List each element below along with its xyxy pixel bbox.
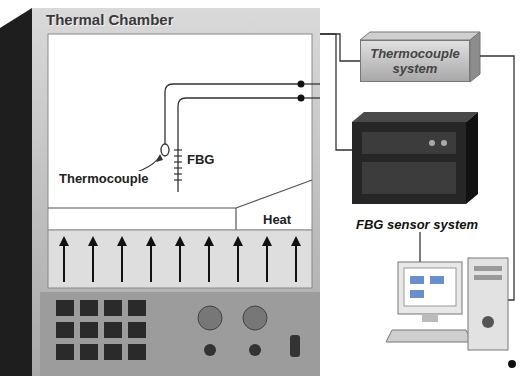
chamber-side (0, 8, 32, 376)
control-panel (40, 292, 320, 376)
dial (198, 306, 222, 330)
heat-arrowhead (88, 236, 98, 246)
heat-arrowhead (262, 236, 272, 246)
heat-arrowhead (233, 236, 243, 246)
dial (243, 306, 267, 330)
knob (249, 344, 261, 356)
pc-tower (468, 258, 508, 350)
key (104, 344, 122, 360)
grating-line (174, 155, 182, 156)
keypad (56, 300, 146, 360)
grating-line (174, 179, 182, 180)
fbg-grating (174, 150, 182, 180)
heat-arrow (179, 244, 181, 282)
grating-line (174, 161, 182, 162)
device-box: FBG sensor system (352, 112, 485, 232)
feedthrough-dot (298, 95, 305, 102)
part-label: FBG (186, 152, 215, 167)
keyboard (386, 330, 472, 342)
heat-arrows (59, 236, 301, 282)
shelf-line (48, 207, 236, 208)
heat-arrow (208, 244, 210, 282)
power-button (482, 316, 494, 328)
part-label: Heat (262, 212, 292, 227)
chamber-window (48, 34, 312, 230)
heat-arrowhead (117, 236, 127, 246)
heater-band (48, 230, 312, 288)
wire (304, 97, 320, 98)
device-top (352, 112, 478, 122)
key (128, 300, 146, 316)
heat-arrowhead (175, 236, 185, 246)
box-side (470, 32, 480, 82)
connector-wire (320, 34, 360, 61)
feedthrough-dot (298, 81, 305, 88)
key (80, 322, 98, 338)
heat-arrow (237, 244, 239, 282)
box-top (360, 32, 480, 40)
shelf-line (235, 208, 236, 230)
key (104, 322, 122, 338)
window-icon (430, 276, 444, 284)
heat-arrow (121, 244, 123, 282)
heat-arrow (92, 244, 94, 282)
window-icon (410, 290, 424, 298)
screen (404, 268, 456, 306)
key (104, 300, 122, 316)
monitor-stand (422, 314, 438, 322)
key (56, 300, 74, 316)
key (56, 344, 74, 360)
thermocouple-wire (165, 84, 300, 144)
node-label: Thermocouple system (365, 46, 465, 76)
grating-line (174, 149, 182, 150)
mouse (508, 360, 516, 368)
shelf-line (236, 180, 312, 208)
chamber-box: Thermal Chamber (32, 8, 320, 34)
heat-arrow (150, 244, 152, 282)
key (56, 322, 74, 338)
thermocouple-tip (161, 144, 169, 156)
key (128, 344, 146, 360)
process-box: Thermocouple system (360, 40, 470, 82)
grating-line (174, 167, 182, 168)
heat-arrowhead (59, 236, 69, 246)
chamber-front (32, 8, 320, 376)
heat-arrow (63, 244, 65, 282)
wire (419, 232, 420, 262)
heat-arrow (266, 244, 268, 282)
heat-arrowhead (204, 236, 214, 246)
key (80, 344, 98, 360)
connector-wire (320, 34, 352, 150)
grating-line (174, 173, 182, 174)
device-panel (362, 162, 456, 194)
device-side (466, 112, 478, 204)
leader-head (156, 154, 163, 162)
led (441, 140, 447, 146)
window-icon (410, 276, 424, 284)
optical-fiber (178, 98, 300, 192)
monitor (398, 262, 462, 314)
led (429, 140, 435, 146)
heat-arrowhead (146, 236, 156, 246)
knob (204, 344, 216, 356)
drive-bay (474, 275, 502, 280)
heat-arrowhead (291, 236, 301, 246)
switch (290, 335, 300, 357)
node-label: Thermal Chamber (46, 11, 174, 28)
key (128, 322, 146, 338)
device-panel (362, 132, 456, 154)
node-label: FBG sensor system (356, 217, 478, 232)
heat-arrow (295, 244, 297, 282)
drive-bay (474, 266, 502, 271)
key (80, 300, 98, 316)
part-label: Thermocouple (58, 171, 150, 186)
wire (304, 83, 320, 84)
fbg-device (352, 122, 466, 204)
